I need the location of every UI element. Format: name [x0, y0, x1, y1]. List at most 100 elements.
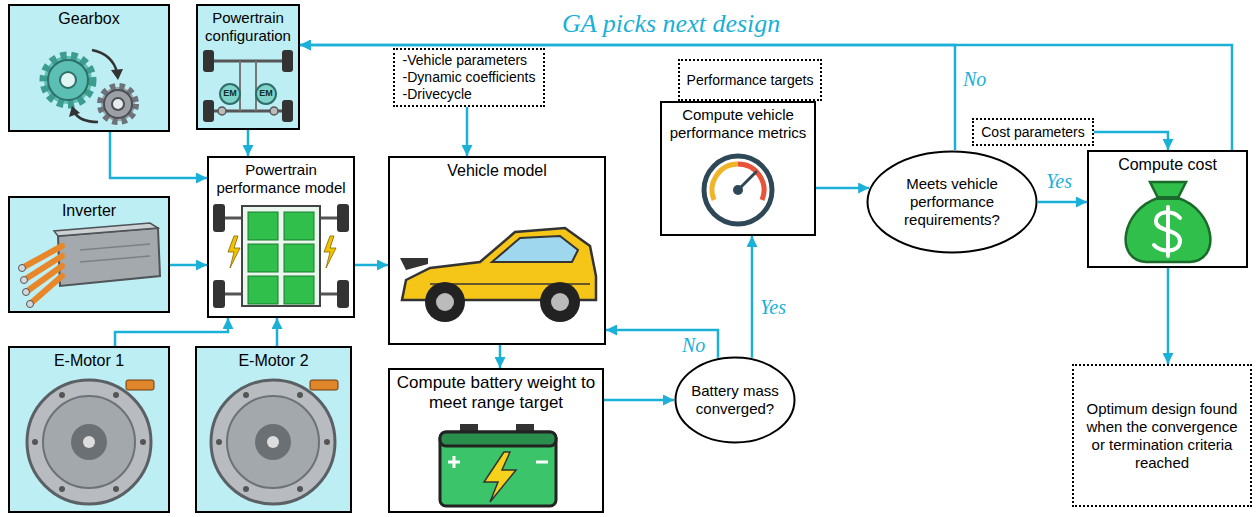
gauge-icon-part: [738, 164, 764, 200]
connector-arrow: [170, 264, 207, 267]
text-group: Performance targets: [682, 72, 819, 89]
e-motor-icon-part: [211, 380, 335, 504]
gearbox-icon-part: [112, 98, 124, 110]
input-box: Performance targets: [678, 59, 822, 101]
edge-label-anchor: Yes: [1044, 170, 1074, 192]
powertrain-configuration-icon-part: [214, 60, 282, 63]
connector-arrow: [466, 107, 469, 156]
text-group: Compute battery weight to meet range tar…: [390, 370, 602, 414]
money-bag-icon-part: [1156, 196, 1180, 200]
node-text: Inverter: [13, 201, 165, 220]
battery-icon-part: [484, 452, 516, 502]
decision-ellipse: Battery mass converged?: [674, 356, 796, 444]
connector-arrow: [1094, 132, 1168, 150]
node-text: Compute cost: [1092, 155, 1243, 174]
connector-arrow: [247, 130, 250, 156]
e-motor-icon-part: [126, 380, 154, 390]
inverter-icon-part: [58, 228, 160, 286]
node-text: Optimum design found when the convergenc…: [1079, 400, 1245, 472]
powertrain-configuration-icon-part: [218, 107, 226, 115]
inverter-icon-part: [19, 265, 26, 272]
text-group: Gearbox: [10, 6, 168, 28]
connector-arrow: [110, 132, 207, 178]
e-motor-icon-part: [227, 396, 319, 488]
battery-icon-part: [440, 432, 556, 446]
car-icon-part: [436, 293, 454, 311]
edge-label-anchor: GA picks next design: [560, 10, 782, 39]
powertrain-model-icon-part: [248, 212, 278, 240]
node-text: -Drivecycle: [403, 86, 536, 103]
e-motor-icon-part: [59, 486, 65, 492]
node-text: E-Motor 1: [13, 351, 165, 370]
car-icon-part: [540, 282, 580, 322]
connector-arrow: [606, 330, 718, 358]
powertrain-model-icon-part: [248, 276, 278, 304]
e-motor-icon-part: [297, 486, 303, 492]
inverter-icon-part: [23, 289, 30, 296]
text-group: Powertrain performance model: [209, 158, 353, 197]
node-text: Performance targets: [687, 72, 814, 89]
powertrain-model-icon-part: [337, 280, 349, 308]
e-motor-icon-part: [32, 439, 38, 445]
connector-arrow: [604, 399, 674, 402]
text-group: -Vehicle parameters-Dynamic coefficients…: [398, 52, 541, 102]
connector-arrow: [276, 318, 279, 346]
powertrain-model-icon-part: [337, 204, 349, 232]
node-text: -Dynamic coefficients: [403, 69, 536, 86]
node-text: Gearbox: [13, 9, 165, 28]
component-label-anchor: EM: [251, 89, 281, 98]
powertrain-configuration-icon-part: [203, 50, 214, 72]
battery-icon: [440, 424, 556, 506]
powertrain-model-icon-part: [242, 206, 320, 306]
gauge-icon-part: [704, 156, 772, 224]
node-text: Cost parameters: [981, 124, 1084, 141]
powertrain-model-icon-part: [284, 244, 314, 272]
ellipse-shape: [676, 358, 795, 443]
connector-arrow: [300, 45, 1232, 150]
e-motor-icon-part: [267, 436, 279, 448]
gauge-icon-part: [712, 164, 738, 200]
powertrain-model-icon-part: [284, 212, 314, 240]
powertrain-model-icon-part: [213, 204, 225, 232]
text-group: E-Motor 2: [197, 348, 350, 370]
powertrain-configuration-icon-part: [270, 107, 278, 115]
e-motor-icon-part: [43, 396, 135, 488]
edge-label: Yes: [1044, 170, 1074, 192]
node-text: Battery mass converged?: [685, 382, 785, 418]
powertrain-configuration-icon-part: [282, 50, 293, 72]
inverter-icon-part: [27, 301, 34, 308]
node-text: E-Motor 2: [200, 351, 347, 370]
powertrain-configuration-icon-part: [203, 100, 214, 122]
powertrain-configuration-icon-part: [239, 61, 241, 111]
e-motor-icon: [211, 380, 338, 504]
node-text: Vehicle model: [393, 161, 601, 180]
node-text: Meets vehicle performance requirements?: [891, 175, 1013, 229]
text-group: Inverter: [10, 198, 168, 220]
gearbox-icon-part: [60, 72, 76, 88]
input-box: -Vehicle parameters-Dynamic coefficients…: [393, 48, 545, 107]
text-group: E-Motor 1: [10, 348, 168, 370]
node-text: Compute battery weight to meet range tar…: [393, 373, 599, 414]
inverter-icon-part: [80, 244, 150, 250]
text-group: Battery mass converged?: [685, 382, 785, 418]
car-icon-part: [551, 293, 569, 311]
e-motor-icon-part: [243, 486, 249, 492]
gauge-icon: [704, 156, 772, 224]
powertrain-model-icon-part: [213, 280, 225, 308]
component-label: EM: [251, 89, 281, 98]
battery-icon-part: [440, 432, 556, 506]
gearbox-icon-part: [44, 56, 92, 104]
node-text: Powertrain configuration: [201, 9, 295, 45]
e-motor-icon-part: [310, 380, 338, 390]
decision-ellipse: Meets vehicle performance requirements?: [866, 150, 1038, 254]
battery-icon-part: [536, 461, 548, 464]
gauge-icon-part: [733, 185, 743, 195]
text-group: Meets vehicle performance requirements?: [891, 175, 1013, 229]
e-motor-icon-part: [140, 439, 146, 445]
edge-label: GA picks next design: [560, 10, 782, 39]
inverter-icon-part: [21, 277, 28, 284]
